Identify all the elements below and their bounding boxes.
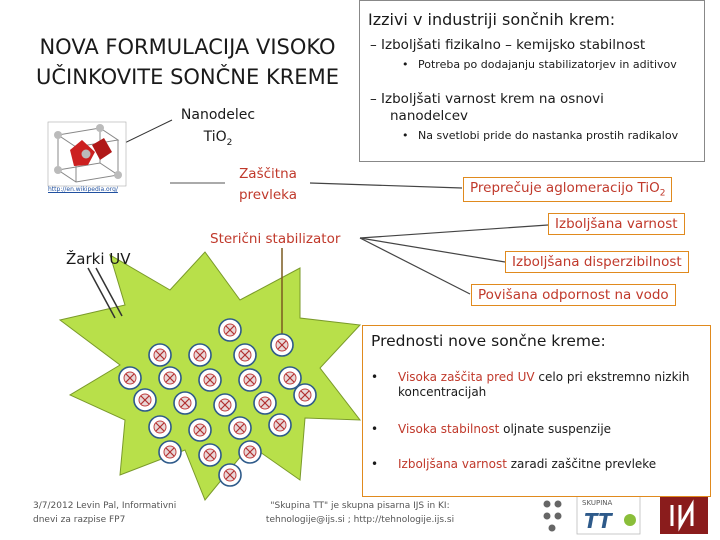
challenge-sub2-bullet: •	[402, 129, 409, 142]
nanoparticle	[158, 366, 182, 390]
challenge-sub1: Potreba po dodajanju stabilizatorjev in …	[418, 58, 677, 71]
nanoparticle	[268, 413, 292, 437]
nanoparticle	[188, 343, 212, 367]
arrow-to-aglomeracija	[309, 182, 463, 189]
advantage-bullet-3: •	[371, 457, 379, 471]
ijs-logo	[660, 496, 708, 534]
nanoparticle	[188, 418, 212, 442]
nanoparticle	[238, 368, 262, 392]
nanoparticle	[148, 415, 172, 439]
tio2-crystal-image	[47, 121, 127, 187]
molecule-logo	[543, 500, 562, 532]
arrow-to-varnost	[359, 224, 549, 239]
nanoparticle-label: Nanodelec TiO2	[168, 104, 268, 154]
advantage-bullet-1: •	[371, 370, 379, 384]
skupina-tt-logo: SKUPINA TT	[576, 495, 641, 535]
challenge-sub1-bullet: •	[402, 58, 409, 71]
image-source-link[interactable]: http://en.wikipedia.org/	[48, 186, 118, 193]
advantage-item-3: Izboljšana varnost zaradi zaščitne prevl…	[398, 457, 657, 471]
steric-stabilizer-label: Sterični stabilizator	[210, 231, 341, 247]
nanoparticle-label-line2: TiO2	[203, 129, 233, 148]
nanoparticle	[198, 443, 222, 467]
footer-contact: "Skupina TT" je skupna pisarna IJS in KI…	[255, 499, 465, 527]
challenges-box: Izzivi v industriji sončnih krem: – Izbo…	[359, 0, 705, 162]
nanoparticle	[278, 366, 302, 390]
challenge-item-2-line1: – Izboljšati varnost krem na osnovi	[370, 91, 604, 107]
nanoparticle	[218, 318, 242, 342]
protective-coating-label: Zaščitna prevleka	[238, 166, 298, 203]
advantages-box: Prednosti nove sončne kreme: • Visoka za…	[362, 325, 711, 497]
nanoparticle	[238, 440, 262, 464]
uv-ray-2	[95, 267, 123, 317]
nanoparticle	[118, 366, 142, 390]
challenge-item-1: – Izboljšati fizikalno – kemijsko stabil…	[370, 37, 646, 53]
uv-ray-1	[87, 267, 116, 319]
uv-rays-label: Žarki UV	[66, 250, 131, 268]
nanoparticles	[118, 318, 317, 487]
benefit-varnost: Izboljšana varnost	[548, 213, 685, 235]
footer-mid-line1: "Skupina TT" je skupna pisarna IJS in KI…	[270, 501, 450, 511]
footer-left-line2: dnevi za razpise FP7	[33, 515, 126, 525]
arrow-to-odpornost	[359, 237, 471, 295]
footer-mid-line2: tehnologije@ijs.si ; http://tehnologije.…	[265, 515, 455, 525]
nanoparticle	[233, 343, 257, 367]
benefit-aglomeracija: Preprečuje aglomeracijo TiO2	[463, 177, 673, 202]
nanoparticle	[218, 463, 242, 487]
challenge-sub2: Na svetlobi pride do nastanka prostih ra…	[418, 129, 679, 142]
benefit-odpornost: Povišana odpornost na vodo	[471, 284, 676, 306]
nanoparticle	[133, 388, 157, 412]
nanoparticle	[173, 391, 197, 415]
nanoparticle	[158, 440, 182, 464]
challenges-heading: Izzivi v industriji sončnih krem:	[368, 10, 616, 29]
nanoparticle	[148, 343, 172, 367]
logo-tt-text: TT	[584, 509, 613, 533]
challenge-item-2-line2: nanodelcev	[390, 108, 468, 124]
nanoparticle	[198, 368, 222, 392]
logo-skupina-text: SKUPINA	[582, 499, 612, 507]
nanoparticle	[253, 391, 277, 415]
nanoparticle	[228, 416, 252, 440]
arrow-to-disperzibilnost	[359, 237, 506, 263]
footer-date-author: 3/7/2012 Levin Pal, Informativni dnevi z…	[33, 499, 176, 527]
nanoparticle	[213, 393, 237, 417]
footer-left-line1: 3/7/2012 Levin Pal, Informativni	[33, 501, 177, 511]
advantages-heading: Prednosti nove sončne kreme:	[371, 332, 606, 350]
advantage-item-1: Visoka zaščita pred UV celo pri ekstremn…	[398, 370, 690, 399]
nanoparticle	[293, 383, 317, 407]
nanoparticle-label-line1: Nanodelec	[180, 107, 256, 123]
page-title: NOVA FORMULACIJA VISOKO UČINKOVITE SONČN…	[36, 35, 339, 89]
benefit-disperzibilnost: Izboljšana disperzibilnost	[505, 251, 689, 273]
advantage-bullet-2: •	[371, 422, 379, 436]
advantage-item-2: Visoka stabilnost oljnate suspenzije	[398, 422, 612, 436]
nanoparticle	[270, 333, 294, 357]
